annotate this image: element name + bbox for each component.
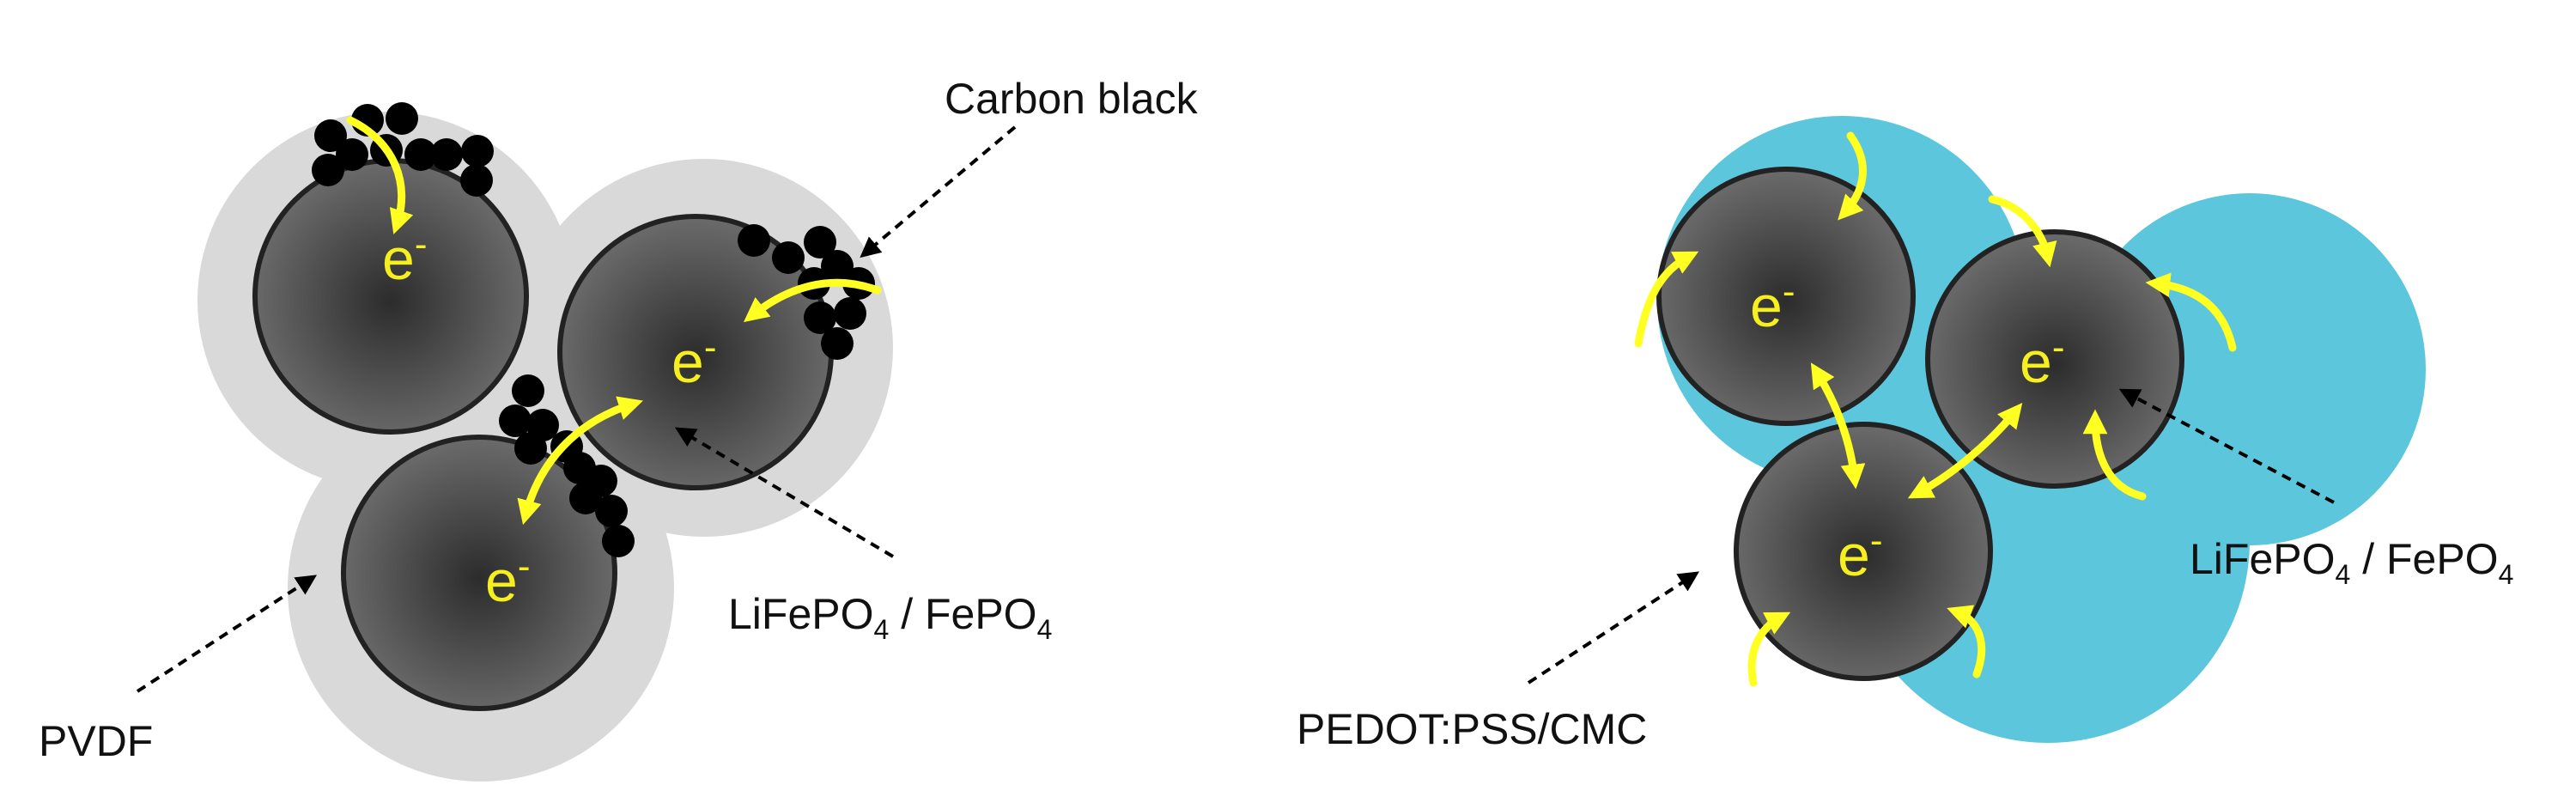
electron-path-arrow [2145,272,2237,352]
carbon-black-particle [386,102,418,135]
carbon-black-particle [461,135,494,167]
electron-label: e- [485,545,530,614]
pvdf-label: PVDF [39,717,153,765]
electron-path-arrow [1634,251,1699,348]
electron-path-arrow [743,278,882,323]
carbon-black-particle [514,432,547,465]
electron-path-arrow [1747,611,1791,687]
electron-label: e- [1750,271,1795,339]
carbon-black-particle [336,138,368,171]
lfp-particle [1656,167,1916,426]
pvdf-leader-line [136,575,318,693]
carbon-black-particle [312,154,344,186]
carbon-black-particle [834,297,866,330]
carbon-black-particle [804,301,836,334]
pedot-label: PEDOT:PSS/CMC [1297,705,1647,753]
electron-path-arrow [517,396,643,526]
carbon-black-particle [821,327,854,360]
electron-path-arrow [1838,131,1867,221]
electron-label: e- [671,326,716,395]
carbon-black-leader-line [860,125,1017,259]
electron-path-arrow [1947,605,1986,678]
carbon-black-particle [804,226,836,259]
carbon-black-particle [404,138,437,171]
lfp-particle [252,158,529,435]
carbon-black-particle [512,374,544,407]
carbon-black-particle [314,119,347,152]
electron-label: e- [382,223,427,292]
carbon-black-label: Carbon black [945,75,1199,123]
electron-path-arrow [1907,403,2023,499]
right-panel: e- e- e- LiFePO4 / FePO4 PEDOT:PSS/CMC [1297,116,2513,753]
electron-path-arrow [1810,362,1866,490]
carbon-black-particle [595,495,628,527]
electron-label: e- [1838,520,1882,588]
carbon-black-particle [772,241,805,274]
electron-label: e- [2020,326,2064,395]
particle-leader-line [2118,388,2335,504]
left-panel: e- e- e- Carbon black LiFePO4 / FePO4 PV… [39,75,1199,782]
carbon-black-particle [460,164,493,197]
pedot-leader-line [1527,571,1700,684]
carbon-black-cluster [312,102,494,197]
carbon-black-particle [602,525,635,557]
electron-path-arrow [2082,409,2147,501]
particle-leader-line [674,427,895,558]
electron-path-arrow [346,116,414,234]
carbon-black-particle [738,224,770,257]
electron-path-arrow [1988,195,2057,268]
lfp-particle-label: LiFePO4 / FePO4 [2190,535,2513,590]
lfp-particle-label: LiFePO4 / FePO4 [728,590,1052,645]
carbon-black-particle [499,404,532,437]
carbon-black-particle [430,138,463,171]
